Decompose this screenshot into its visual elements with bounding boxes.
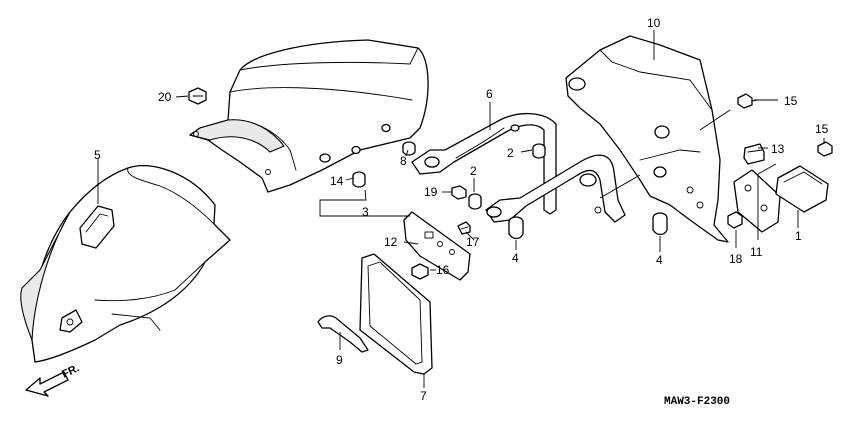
license-light-lens-part-1[interactable] — [775, 165, 829, 213]
collar-part-2-upper[interactable] — [532, 143, 546, 159]
front-arrow-icon — [25, 371, 69, 397]
callout-3: 3 — [362, 205, 369, 219]
callout-2-lower: 2 — [470, 164, 477, 178]
bracket-part-11[interactable] — [733, 169, 781, 233]
rear-fender-part[interactable] — [20, 164, 231, 363]
grab-rail-part-6[interactable] — [411, 113, 557, 215]
callout-4-left: 4 — [512, 251, 519, 265]
bolt-part-19[interactable] — [451, 185, 467, 200]
callout-7: 7 — [420, 389, 427, 403]
clip-part-9[interactable] — [317, 315, 369, 353]
bolt-part-15-upper[interactable] — [737, 93, 759, 109]
front-direction-label: FR. — [60, 362, 81, 380]
callout-15-lower: 15 — [815, 122, 829, 136]
license-frame-part-7[interactable] — [359, 253, 433, 375]
callout-19: 19 — [424, 185, 438, 199]
callout-17: 17 — [466, 235, 480, 249]
nut-part-18[interactable] — [727, 211, 743, 229]
grab-rail-part-right[interactable] — [485, 154, 626, 223]
callout-11: 11 — [750, 245, 763, 259]
callout-12: 12 — [384, 235, 398, 249]
bolt-part-15-lower[interactable] — [817, 141, 833, 157]
drawing-code: MAW3-F2300 — [664, 396, 730, 408]
grommet-part-4-left[interactable] — [508, 216, 524, 240]
callout-16: 16 — [436, 263, 450, 277]
callout-10: 10 — [647, 16, 661, 30]
grommet-part-8[interactable] — [402, 141, 416, 156]
callout-1: 1 — [795, 229, 802, 243]
cushion-part-13[interactable] — [743, 143, 765, 165]
callout-2-upper: 2 — [507, 146, 514, 160]
front-direction-indicator: FR. — [25, 362, 81, 397]
collar-part-2-lower[interactable] — [468, 193, 482, 210]
license-bracket-part-12[interactable] — [403, 211, 471, 281]
callout-9: 9 — [336, 353, 343, 367]
callout-6: 6 — [486, 87, 493, 101]
grommet-part-4-right[interactable] — [652, 212, 668, 236]
callout-4-right: 4 — [656, 253, 663, 267]
callout-14: 14 — [330, 174, 344, 188]
side-bracket-part-10[interactable] — [565, 35, 729, 243]
nut-part-16[interactable] — [411, 263, 429, 280]
callout-13: 13 — [771, 142, 785, 156]
callout-8: 8 — [400, 154, 407, 168]
leader-lines — [97, 30, 825, 388]
callout-20: 20 — [158, 90, 172, 104]
seat-cowl-part[interactable] — [189, 39, 429, 193]
callout-15-upper: 15 — [784, 94, 798, 108]
callout-labels: 5 20 8 14 3 6 2 2 19 17 4 4 12 16 9 7 10… — [94, 16, 829, 403]
screw-part-17[interactable] — [457, 221, 471, 235]
callout-18: 18 — [729, 252, 743, 266]
grommet-part-14[interactable] — [352, 171, 366, 188]
bolt-part-20[interactable] — [188, 87, 207, 105]
callout-5: 5 — [94, 148, 101, 162]
